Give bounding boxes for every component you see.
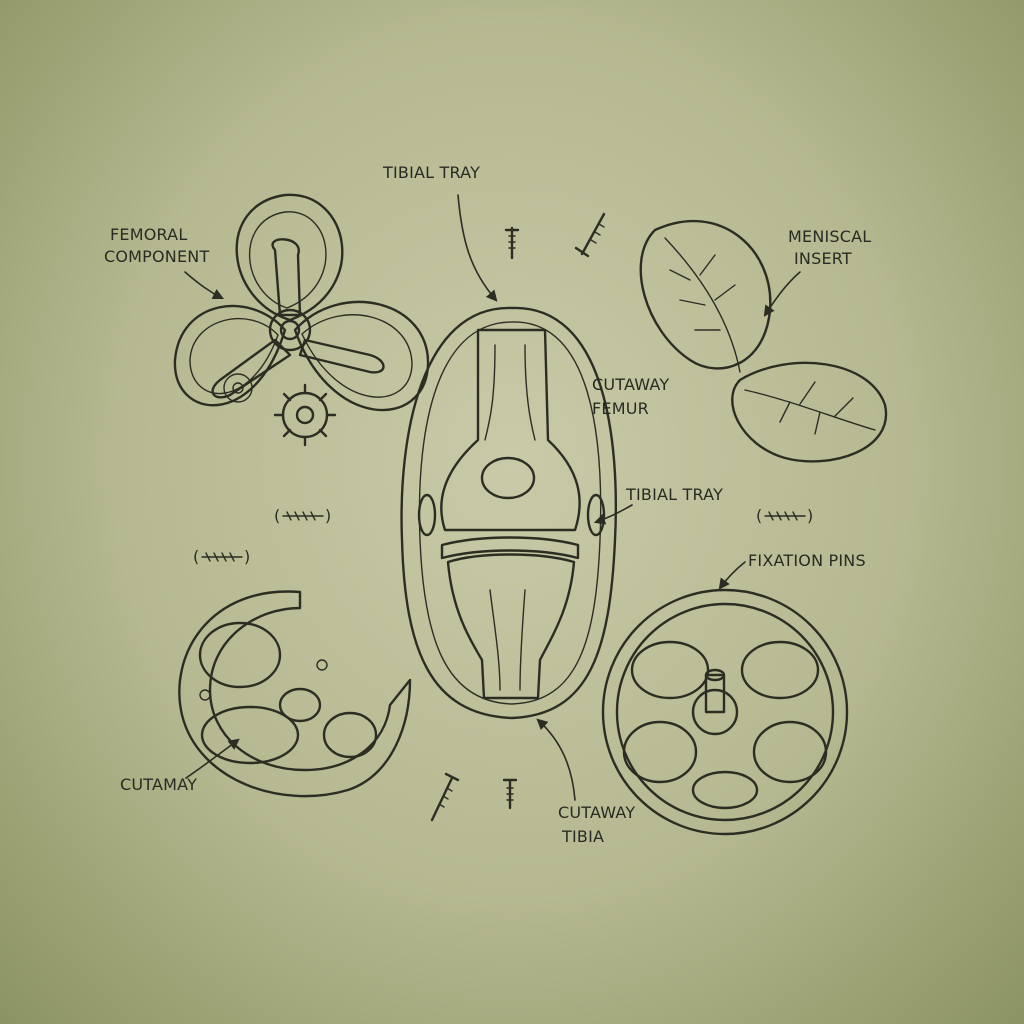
screw-icon [574,212,606,258]
arrow-tibial-tray-mid [593,504,633,525]
arrow-meniscal [763,271,801,317]
label-cutaway-femur: FEMUR [592,399,649,418]
meniscal-insert [639,219,888,463]
label-tibial-tray-mid: TIBIAL TRAY [625,485,723,504]
label-femoral-component: COMPONENT [104,247,209,266]
label-cutaway-tibia: CUTAWAY [558,803,635,822]
femoral-component [173,193,430,447]
label-meniscal-insert: MENISCAL [788,227,871,246]
arrow-cutamay [185,738,240,779]
cutamay-ring [178,590,412,798]
label-cutaway-tibia: TIBIA [561,827,604,846]
svg-text:): ) [807,506,813,525]
knee-cutaway [400,306,618,720]
pin-icon: ( ) [193,547,250,566]
screw-icon [502,778,518,810]
pin-icon: ( ) [274,506,331,525]
svg-text:): ) [325,506,331,525]
screw-icon [504,226,520,260]
fixation-wheel [601,588,849,836]
label-meniscal-insert: INSERT [794,249,852,268]
arrow-femoral [184,271,225,300]
arrow-cutaway-tibia [536,718,576,801]
label-cutamay: CUTAMAY [120,775,197,794]
pin-icon: ( ) [756,506,813,525]
svg-text:(: ( [756,506,762,525]
arrow-fixation [718,561,746,590]
svg-text:(: ( [193,547,199,566]
label-femoral-component: FEMORAL [110,225,187,244]
label-fixation-pins: FIXATION PINS [748,551,866,570]
label-cutaway-femur: CUTAWAY [592,375,669,394]
gear-icon [273,383,337,447]
arrow-tibial-tray-top [457,194,498,302]
svg-text:): ) [244,547,250,566]
screw-icon [430,772,460,822]
svg-text:(: ( [274,506,280,525]
label-tibial-tray: TIBIAL TRAY [382,163,480,182]
